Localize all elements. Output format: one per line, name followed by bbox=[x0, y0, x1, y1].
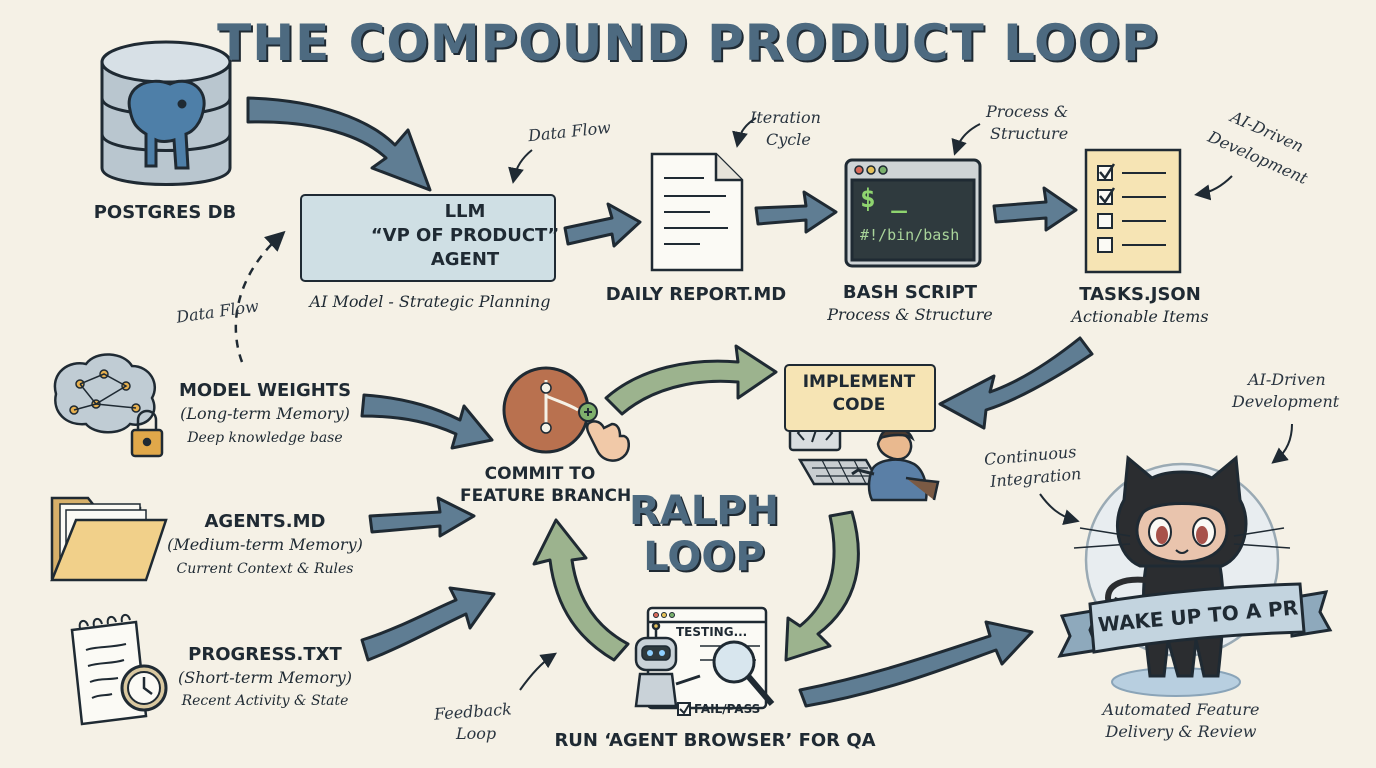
tasks-caption: Actionable Items bbox=[1071, 307, 1209, 326]
annotation-ai-dev-right-line1: AI-Driven bbox=[1248, 370, 1326, 389]
pr-caption1: Automated Feature bbox=[1102, 700, 1260, 719]
commit-line2: FEATURE BRANCH bbox=[460, 486, 632, 506]
whisker-lines bbox=[1073, 527, 1291, 549]
arrow-weights-to-commit bbox=[360, 393, 494, 450]
annotation-process-line1: Process & bbox=[986, 102, 1069, 121]
weights-label: MODEL WEIGHTS bbox=[178, 380, 352, 401]
commit-line1: COMMIT TO bbox=[484, 464, 596, 484]
checklist-icon bbox=[1084, 148, 1182, 274]
annotation-iteration-line2: Cycle bbox=[766, 130, 811, 149]
llm-line1: LLM bbox=[444, 201, 486, 222]
llm-caption: AI Model - Strategic Planning bbox=[309, 292, 551, 311]
git-commit-icon bbox=[502, 366, 598, 454]
annotation-process-line2: Structure bbox=[990, 124, 1069, 143]
postgres-database-icon bbox=[100, 40, 232, 186]
annotation-arrow-ai-dev-top bbox=[1194, 175, 1233, 201]
annotation-arrow-ai-dev-right bbox=[1271, 423, 1293, 464]
progress-label: PROGRESS.TXT bbox=[188, 644, 342, 665]
annotation-arrow-iteration bbox=[732, 117, 757, 148]
arrow-qa-to-commit bbox=[532, 518, 630, 662]
annotation-arrow-data-flow bbox=[508, 149, 533, 184]
postgres-label: POSTGRES DB bbox=[93, 202, 237, 223]
ralph-loop-line2: LOOP bbox=[643, 534, 765, 580]
folder-icon bbox=[50, 496, 168, 582]
arrow-qa-to-pr bbox=[798, 620, 1034, 708]
arrow-commit-to-implement bbox=[604, 344, 778, 416]
agentsmd-label: AGENTS.MD bbox=[204, 511, 326, 532]
arrow-implement-to-qa bbox=[784, 510, 860, 662]
terminal-window-icon bbox=[844, 158, 982, 268]
lock-icon bbox=[130, 409, 164, 458]
progress-caption1: (Short-term Memory) bbox=[177, 668, 352, 687]
annotation-ai-dev-right-line2: Development bbox=[1232, 392, 1340, 411]
pr-caption2: Delivery & Review bbox=[1105, 722, 1257, 741]
checkbox-icon bbox=[677, 702, 691, 716]
annotation-iteration-line1: Iteration bbox=[750, 108, 821, 127]
neural-brain-icon bbox=[53, 353, 157, 434]
elephant-icon bbox=[127, 79, 206, 170]
arrow-bash-to-tasks bbox=[992, 186, 1078, 232]
annotation-arrow-process bbox=[951, 123, 981, 156]
terminal-prompt: $ _ bbox=[860, 184, 907, 214]
implement-code-box bbox=[784, 364, 936, 432]
clock-icon bbox=[120, 664, 168, 712]
progress-caption2: Recent Activity & State bbox=[181, 693, 349, 709]
llm-line3: AGENT bbox=[430, 249, 500, 270]
report-label: DAILY REPORT.MD bbox=[605, 284, 787, 305]
tasks-label: TASKS.JSON bbox=[1079, 284, 1201, 305]
page-title: THE COMPOUND PRODUCT LOOP bbox=[217, 14, 1159, 72]
bash-label: BASH SCRIPT bbox=[842, 282, 978, 303]
agentsmd-caption2: Current Context & Rules bbox=[176, 561, 354, 577]
arrow-progress-to-commit bbox=[360, 586, 496, 662]
developer-person-icon bbox=[851, 426, 940, 502]
implement-line1: IMPLEMENT bbox=[802, 372, 916, 392]
annotation-feedback-line2: Loop bbox=[456, 724, 497, 743]
weights-caption2: Deep knowledge base bbox=[187, 430, 343, 446]
arrow-postgres-to-llm bbox=[246, 96, 432, 192]
agentsmd-caption1: (Medium-term Memory) bbox=[167, 535, 363, 554]
document-icon bbox=[650, 152, 744, 272]
browser-label: RUN ‘AGENT BROWSER’ FOR QA bbox=[554, 730, 876, 751]
arrow-agentsmd-to-commit bbox=[368, 496, 476, 538]
pointing-hand-icon bbox=[585, 420, 630, 462]
annotation-arrow-feedback bbox=[519, 652, 557, 691]
ralph-loop-line1: RALPH bbox=[628, 488, 780, 534]
weights-caption1: (Long-term Memory) bbox=[180, 404, 350, 423]
arrow-tasks-to-implement bbox=[938, 336, 1094, 430]
terminal-shebang: #!/bin/bash bbox=[860, 226, 960, 244]
llm-line2: “VP OF PRODUCT” bbox=[370, 225, 560, 246]
arrow-report-to-bash bbox=[754, 190, 838, 234]
robot-icon bbox=[634, 621, 701, 708]
browser-status-text: FAIL/PASS bbox=[694, 702, 761, 716]
annotation-arrow-ci bbox=[1039, 493, 1080, 525]
implement-line2: CODE bbox=[832, 395, 886, 415]
pr-banner bbox=[1057, 582, 1333, 658]
browser-screen-text: TESTING... bbox=[676, 625, 748, 639]
llm-agent-box bbox=[300, 194, 556, 282]
arrow-llm-to-report bbox=[563, 202, 642, 248]
magnifier-icon bbox=[712, 640, 775, 706]
bash-caption: Process & Structure bbox=[827, 305, 993, 324]
